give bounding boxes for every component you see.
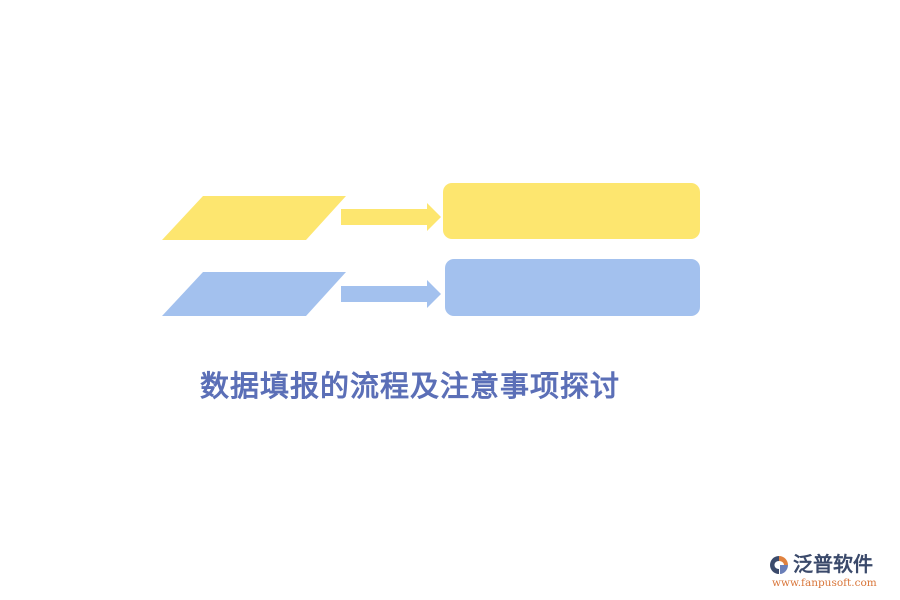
input-parallelogram-blue (162, 272, 346, 316)
brand-name: 泛普软件 (793, 552, 873, 576)
arrow-right-icon-yellow (341, 203, 441, 231)
brand-watermark: 泛普软件 www.fanpusoft.com (768, 551, 892, 591)
fanpu-logo-icon (770, 556, 788, 574)
process-box-blue (445, 259, 700, 316)
input-parallelogram-yellow (162, 196, 346, 240)
page-title: 数据填报的流程及注意事项探讨 (200, 369, 621, 403)
arrow-right-icon-blue (341, 280, 441, 308)
brand-url: www.fanpusoft.com (772, 577, 877, 589)
process-box-yellow (443, 183, 700, 239)
